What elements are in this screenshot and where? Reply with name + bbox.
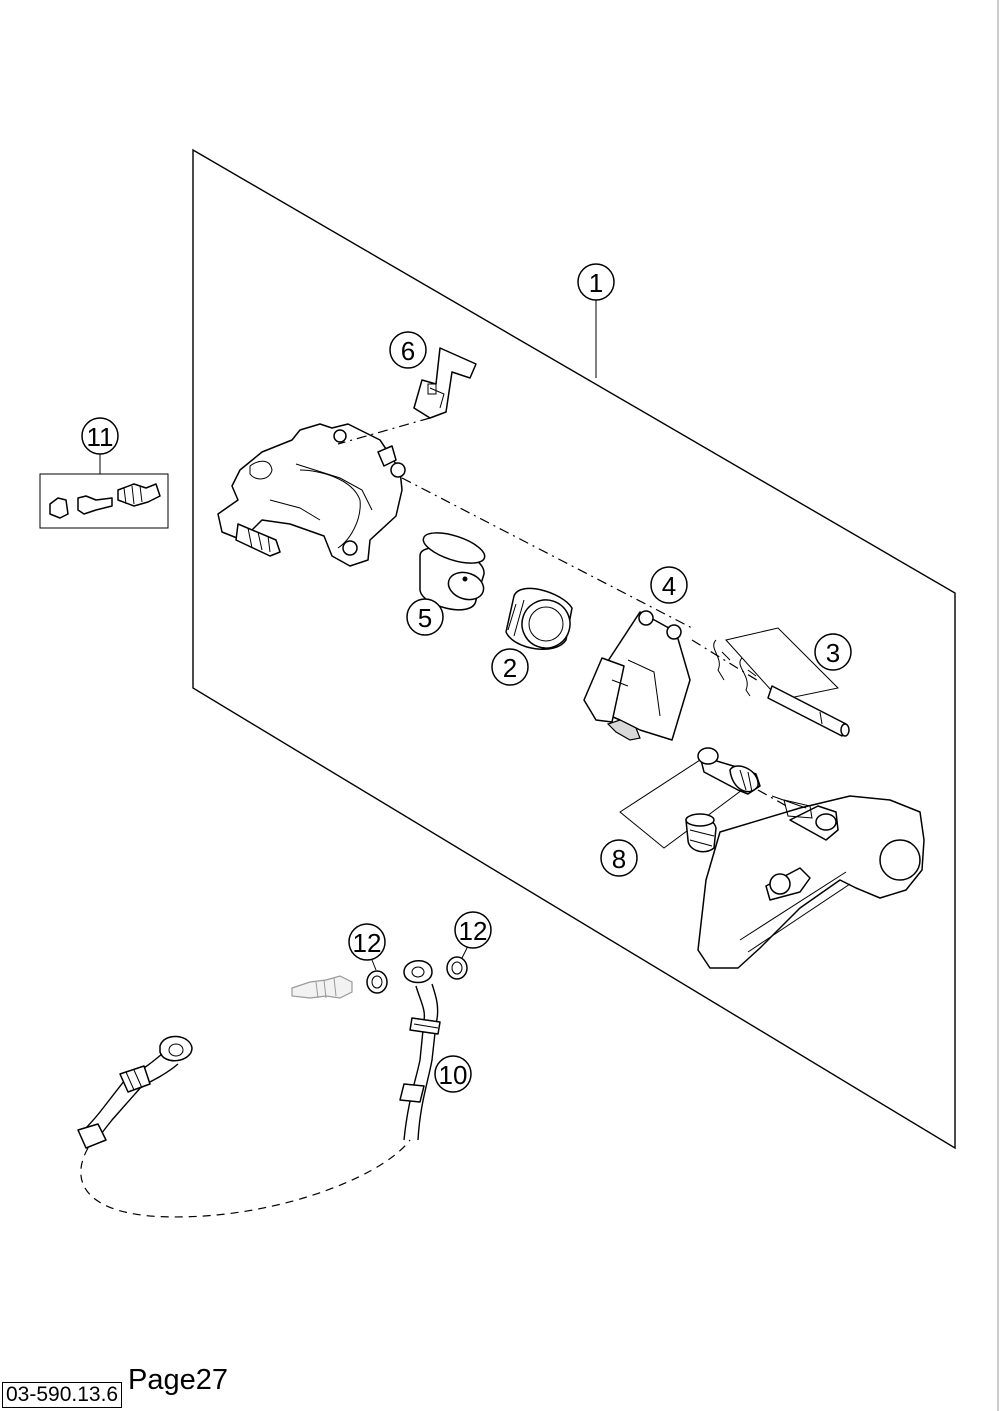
callout-1: 1	[577, 263, 615, 301]
svg-text:11: 11	[87, 422, 114, 452]
callout-12-left: 12	[348, 923, 386, 961]
align-line-spring	[337, 417, 431, 445]
brake-pads	[583, 610, 691, 741]
caliper-body	[217, 423, 406, 567]
bleeder-kit	[39, 452, 169, 529]
align-line-axis	[401, 477, 693, 629]
callout-3: 3	[814, 633, 852, 671]
svg-text:10: 10	[439, 1060, 468, 1090]
callout-8: 8	[600, 839, 638, 877]
page-number: Page27	[128, 1364, 228, 1396]
pin-and-clips	[713, 627, 850, 737]
svg-text:1: 1	[589, 268, 603, 298]
callout-5: 5	[406, 598, 444, 636]
caliper-bracket	[697, 795, 925, 969]
leader-12b	[461, 945, 469, 959]
svg-text:12: 12	[459, 916, 488, 946]
svg-text:2: 2	[503, 653, 517, 683]
svg-text:8: 8	[612, 844, 626, 874]
brake-hose	[77, 960, 441, 1218]
callout-4: 4	[650, 566, 688, 604]
drawing-code: 03-590.13.6	[2, 1382, 123, 1408]
assembly-panel	[192, 148, 956, 1150]
callout-10: 10	[434, 1055, 472, 1093]
callout-6: 6	[389, 331, 427, 369]
svg-text:4: 4	[662, 571, 676, 601]
piston	[419, 532, 486, 611]
guide-bolts	[619, 747, 761, 853]
banjo-bolt	[291, 975, 353, 999]
align-line-bolt	[757, 789, 791, 809]
seal-ring	[505, 587, 573, 650]
svg-text:3: 3	[826, 638, 840, 668]
leader-12a	[371, 959, 377, 971]
callout-12-right: 12	[454, 911, 492, 949]
svg-text:6: 6	[401, 336, 415, 366]
svg-text:12: 12	[353, 928, 382, 958]
callout-2: 2	[491, 648, 529, 686]
callout-11: 11	[81, 417, 119, 455]
align-line-pin	[691, 639, 761, 683]
pad-spring	[413, 347, 477, 419]
washers	[366, 956, 468, 994]
svg-text:5: 5	[418, 603, 432, 633]
